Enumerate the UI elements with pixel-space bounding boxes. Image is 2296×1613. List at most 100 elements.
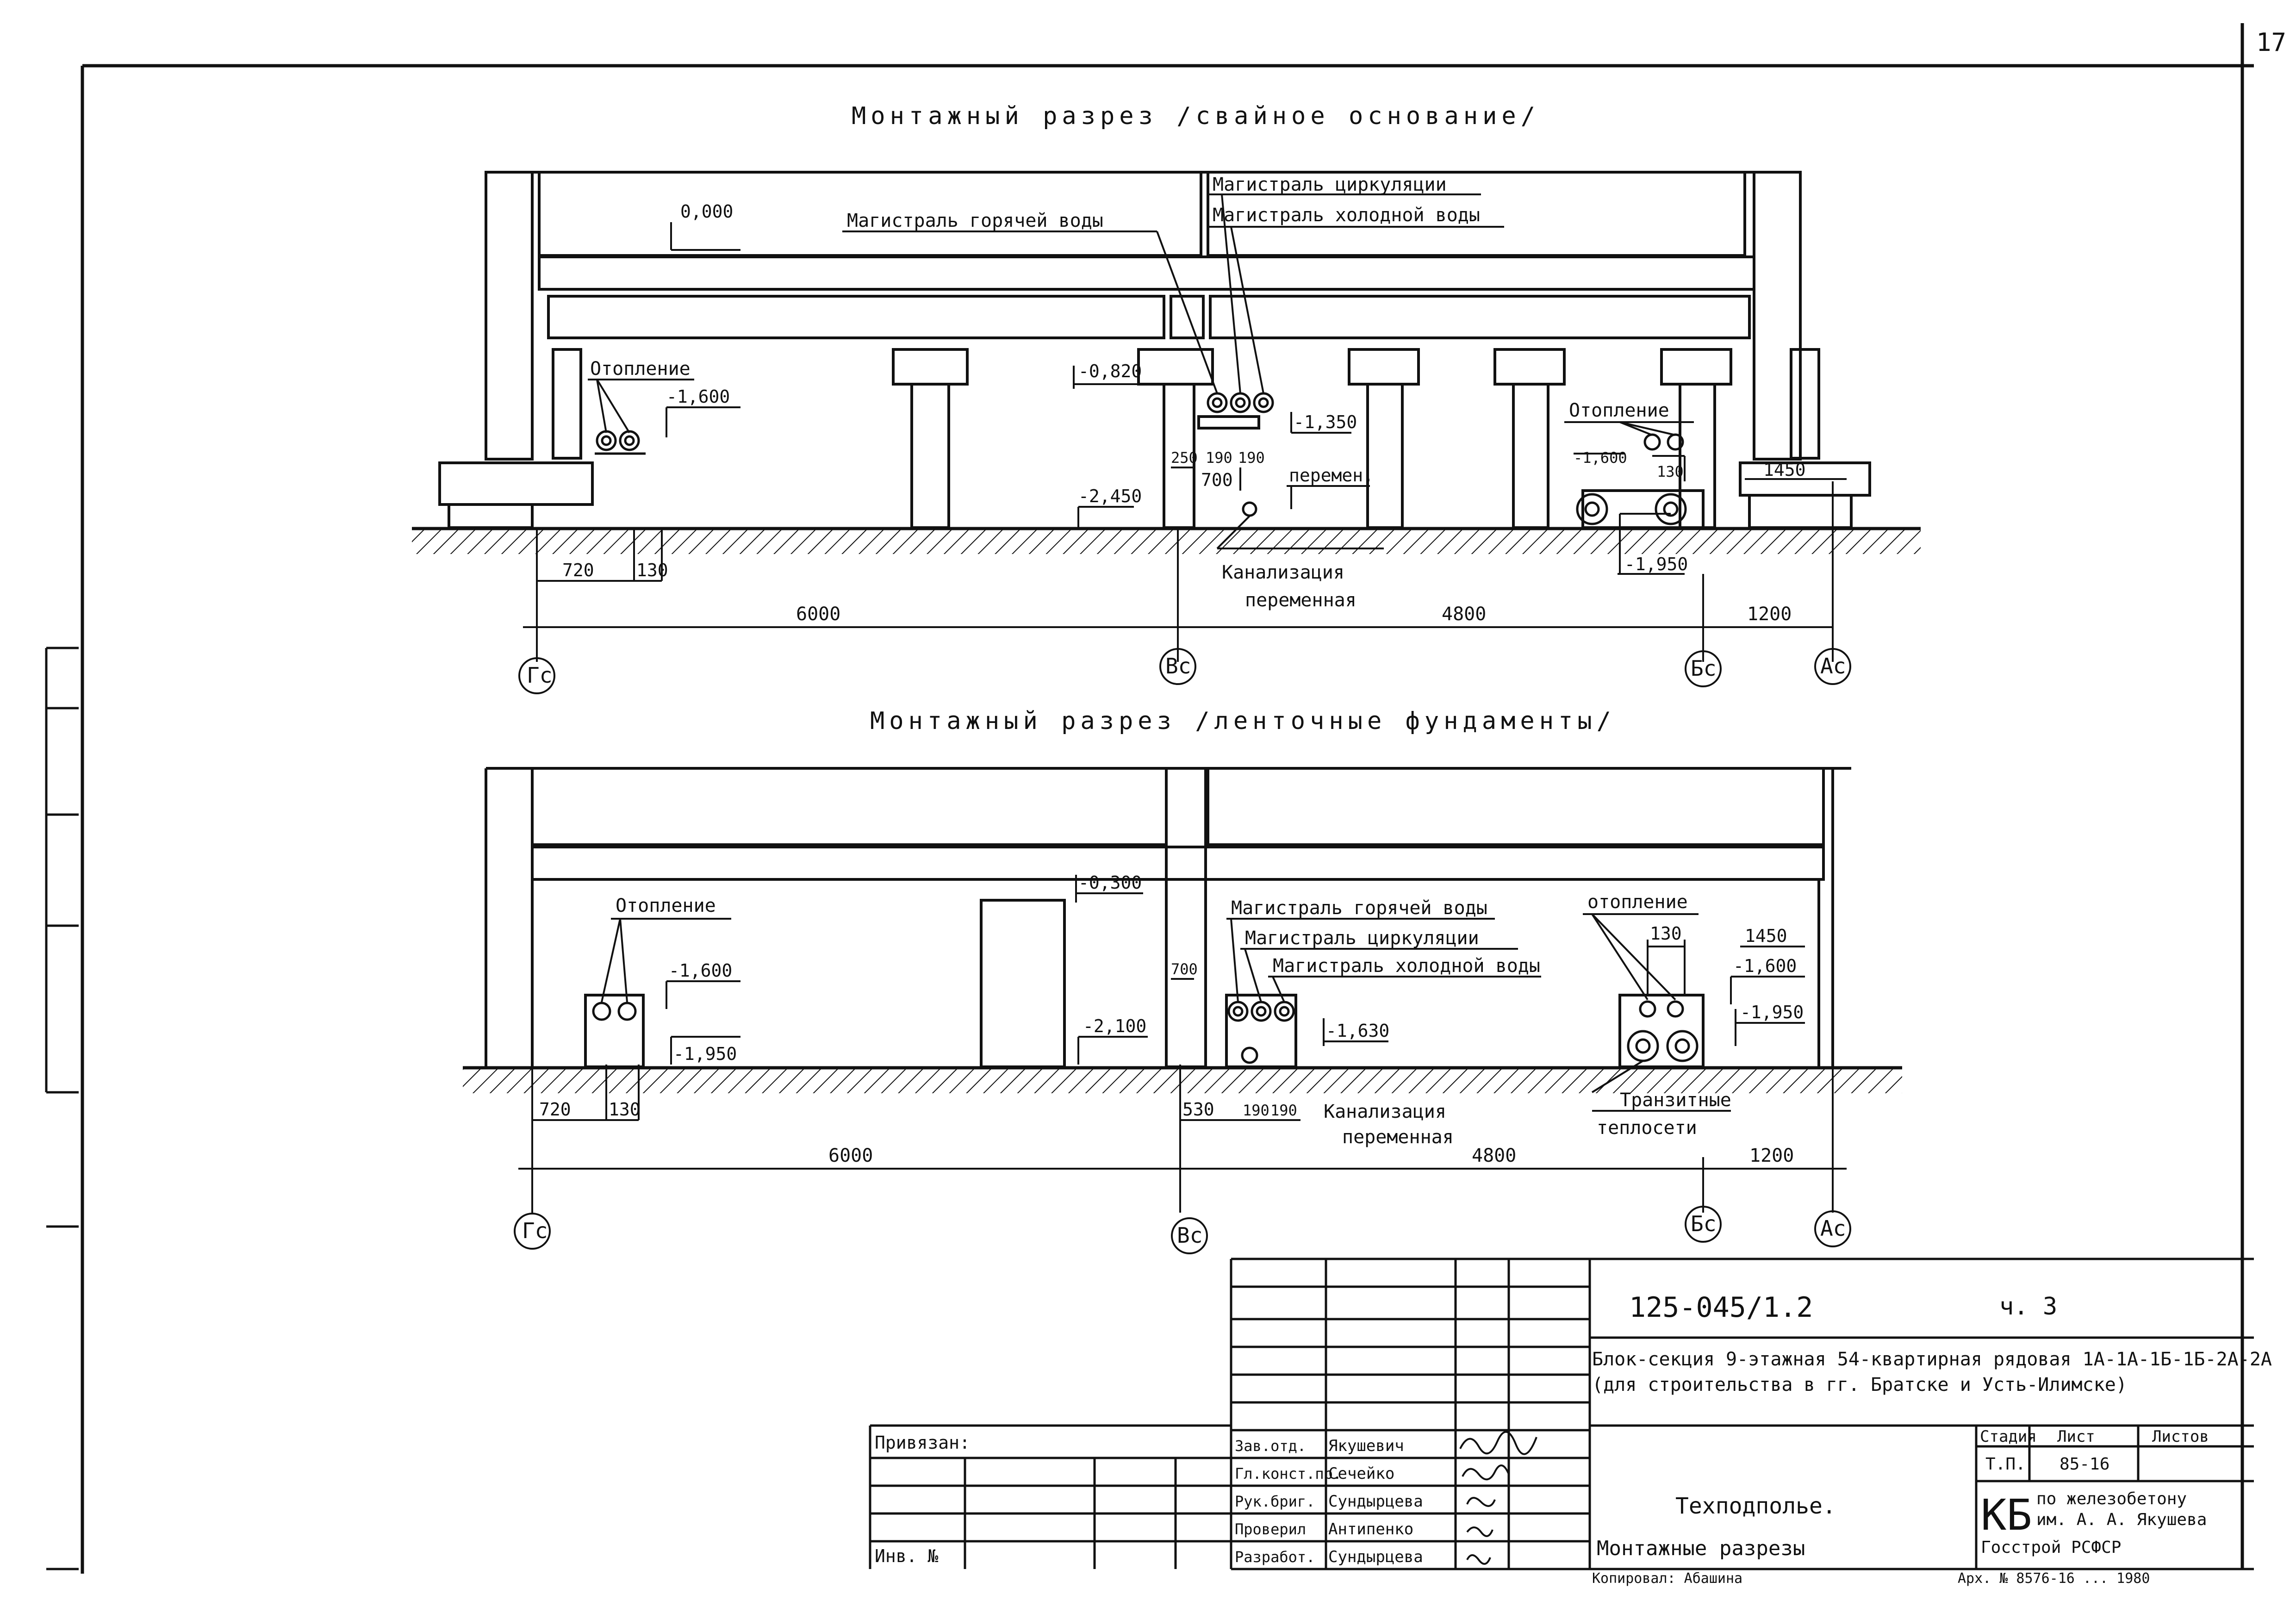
elev-label: -1,600: [666, 386, 730, 407]
pipe-label: Магистраль холодной воды: [1213, 205, 1480, 226]
doc-description: Блок-секция 9-этажная 54-квартирная рядо…: [1592, 1349, 2272, 1370]
pipe-label: Магистраль горячей воды: [1231, 897, 1487, 919]
dim-label: 1450: [1745, 926, 1787, 946]
axis-label: Вс: [1177, 1223, 1202, 1248]
section1-title: Монтажный разрез /свайное основание/: [852, 102, 1540, 130]
sewer-label: переменная: [1245, 590, 1356, 611]
elev-label: -1,600: [1733, 956, 1797, 976]
org-name: по железобетону: [2036, 1489, 2187, 1508]
dim-label: 1200: [1747, 604, 1792, 625]
elev-label: -1,600: [669, 960, 732, 981]
dim-label: 700: [1171, 960, 1198, 978]
sheet-number: 17: [2256, 28, 2286, 57]
dim-label: 250: [1171, 449, 1198, 467]
role-label: Проверил: [1235, 1520, 1306, 1538]
dim-label: 720: [562, 560, 594, 580]
dim-label: 530: [1182, 1099, 1214, 1120]
heating-label: Отопление: [590, 358, 691, 380]
transit-label: теплосети: [1597, 1117, 1697, 1139]
pipe-label: Магистраль циркуляции: [1213, 174, 1447, 195]
axis-label: Бс: [1691, 656, 1716, 681]
dim-label: 130: [609, 1099, 641, 1120]
pipe-label: Магистраль горячей воды: [847, 210, 1103, 231]
axis-label: Ас: [1820, 1216, 1846, 1241]
dim-label: 130: [636, 560, 668, 580]
leaders-section1: [588, 193, 1847, 575]
title-block-grid: [869, 1258, 2254, 1569]
dimensions-section2: [518, 1065, 1847, 1213]
dim-label: 4800: [1442, 604, 1486, 625]
dim-label: 130: [1657, 463, 1684, 480]
sheets-header: Листов: [2152, 1427, 2209, 1446]
dim-label: 1200: [1749, 1145, 1794, 1166]
dimensions-section1: [523, 481, 1834, 662]
ground-hatch-1: [412, 529, 1921, 554]
dim-label: перемен.: [1289, 465, 1374, 486]
org-mark: КБ: [1981, 1490, 2032, 1540]
person-name: Антипенко: [1328, 1520, 1413, 1538]
axis-label: Ас: [1820, 654, 1846, 679]
section2-title: Монтажный разрез /ленточные фундаменты/: [870, 707, 1616, 735]
elev-label: -2,450: [1078, 486, 1142, 506]
elev-label: -1,950: [1740, 1002, 1804, 1022]
dim-label: 6000: [796, 604, 840, 625]
elev-label: -1,600: [1574, 449, 1627, 467]
axes-section2: [514, 1206, 1851, 1254]
role-label: Зав.отд.: [1235, 1437, 1306, 1455]
axis-label: Гс: [527, 663, 552, 688]
dim-label: 4800: [1472, 1145, 1516, 1166]
dim-label: 720: [539, 1099, 571, 1120]
section2-structure: [485, 767, 1851, 1068]
sheet-title: Монтажные разрезы: [1597, 1537, 1805, 1560]
sheet-header: Лист: [2057, 1427, 2095, 1446]
role-label: Рук.бриг.: [1235, 1493, 1315, 1510]
axis-label: Бс: [1691, 1211, 1716, 1236]
sewer-label: переменная: [1342, 1127, 1454, 1148]
doc-part: ч. 3: [1999, 1293, 2057, 1320]
inv-label: Инв. №: [875, 1546, 938, 1566]
pipe-label: Магистраль циркуляции: [1245, 928, 1479, 949]
person-name: Сечейко: [1328, 1464, 1394, 1483]
axis-label: Вс: [1165, 654, 1191, 679]
person-name: Сундырцева: [1328, 1548, 1423, 1566]
heating-label: отопление: [1587, 891, 1688, 913]
role-label: Гл.конст.пр.: [1235, 1465, 1342, 1482]
heating-label: Отопление: [616, 895, 716, 916]
heating-label: Отопление: [1569, 400, 1669, 421]
elev-label: -2,100: [1083, 1016, 1146, 1036]
transit-label: Транзитные: [1620, 1090, 1731, 1111]
person-name: Якушевич: [1328, 1437, 1404, 1455]
org-name: им. А. А. Якушева: [2036, 1510, 2207, 1529]
dim-label: 190: [1206, 449, 1232, 467]
dim-label: 190: [1238, 449, 1265, 467]
sheet-frame: [45, 23, 2254, 1574]
dim-label: 190: [1243, 1102, 1269, 1119]
elev-label: -1,350: [1294, 412, 1357, 432]
stage-header: Стадия: [1980, 1427, 2037, 1446]
doc-code: 125-045/1.2: [1629, 1291, 1813, 1324]
elev-label: -0,820: [1078, 361, 1142, 381]
bound-label: Привязан:: [875, 1432, 970, 1453]
sewer-label: Канализация: [1324, 1101, 1446, 1122]
org-name: Госстрой РСФСР: [1981, 1538, 2121, 1557]
elev-label: 0,000: [680, 201, 733, 222]
section1-structure: [438, 171, 1871, 529]
footer-note: Арх. № 8576-16 ... 1980: [1958, 1570, 2150, 1587]
doc-description: (для строительства в гг. Братске и Усть-…: [1592, 1374, 2127, 1395]
sewer-label: Канализация: [1222, 562, 1344, 583]
elev-label: -0,300: [1078, 872, 1142, 893]
dim-label: 1450: [1763, 460, 1806, 480]
pipe-label: Магистраль холодной воды: [1273, 955, 1540, 977]
dim-label: 130: [1650, 923, 1682, 944]
signatures: [1459, 1431, 1537, 1565]
dim-label: 700: [1201, 470, 1233, 490]
leaders-section2: [601, 875, 1805, 1112]
elev-label: -1,950: [1624, 554, 1688, 574]
footer-note: Копировал: Абашина: [1592, 1570, 1742, 1587]
ground-hatch-2: [463, 1068, 1902, 1093]
sheet-title: Техподполье.: [1675, 1493, 1836, 1519]
elev-label: -1,950: [673, 1044, 737, 1064]
axes-section1: [518, 648, 1851, 694]
role-label: Разработ.: [1235, 1548, 1315, 1566]
